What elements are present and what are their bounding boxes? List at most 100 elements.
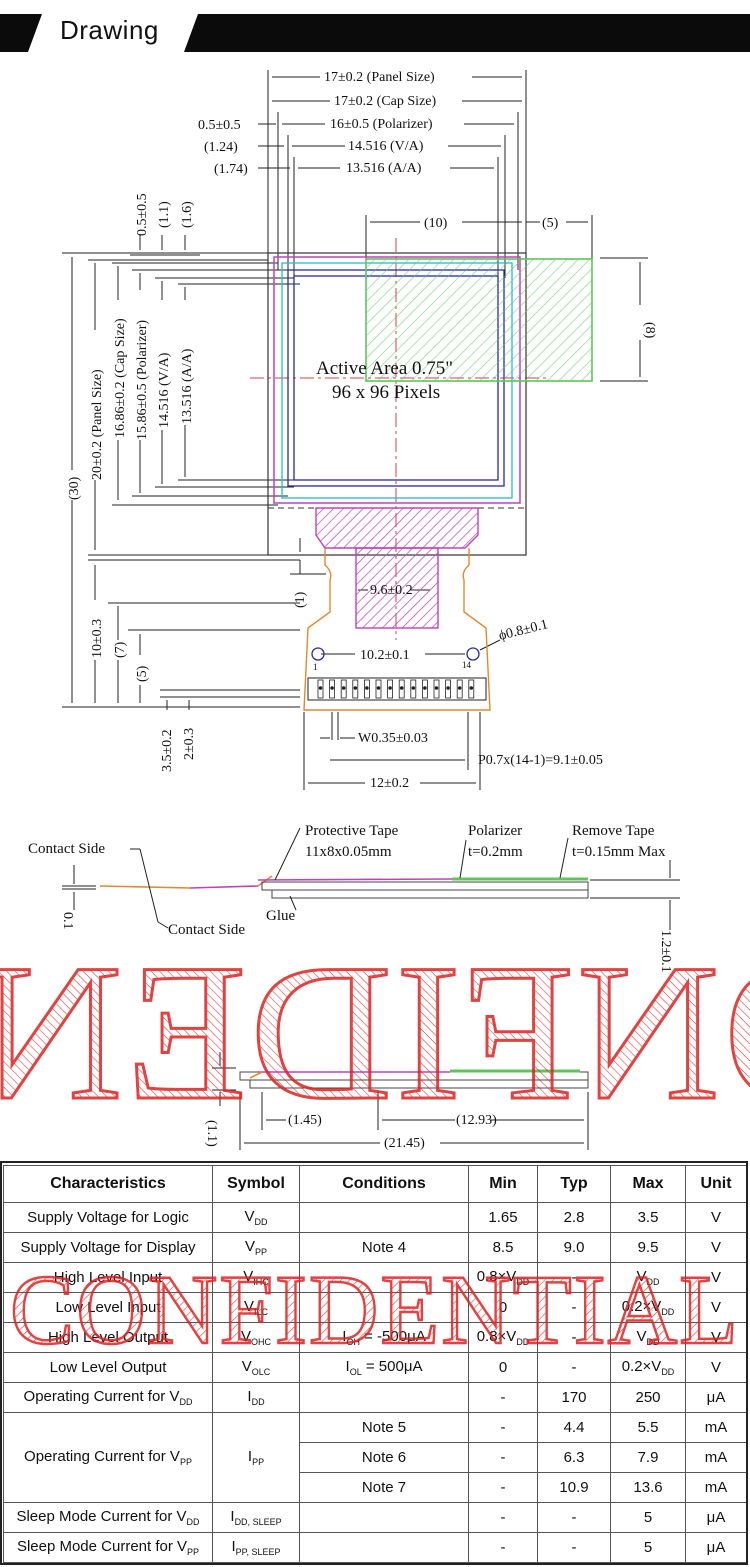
connector-pad-via [446,686,450,690]
v-dim-2: 2±0.3 [182,728,197,760]
cell-subscript: DD [179,1397,193,1407]
cell-text: Operating Current for V [24,1448,180,1465]
cell-text: μA [706,1539,726,1556]
cell-text: 7.9 [637,1449,659,1466]
connector-pad [363,679,370,699]
cell-text: - [571,1359,577,1376]
connector-pad-via [376,686,381,690]
connector-pad [375,679,382,699]
cell-text: 5 [643,1509,653,1526]
cell-text: - [500,1419,506,1436]
cell-text: V [243,1298,254,1315]
connector-pad [398,679,405,699]
cell-text: - [500,1509,506,1526]
cell-subscript: PP, SLEEP [235,1547,281,1557]
col-typ: Typ [537,1165,611,1203]
cell-subscript: OH [346,1337,360,1347]
connector-pad-via [434,686,439,690]
cell-text: 4.4 [563,1419,585,1436]
dim-05: 0.5±0.5 [198,118,241,133]
cell-text: Note 5 [361,1419,407,1436]
dim-pad-width: W0.35±0.03 [358,731,428,746]
cell-subscript: DD [186,1517,200,1527]
cell-text: 2.8 [563,1209,585,1226]
dim-01: 0.1 [60,912,75,930]
v-dim-5b: (5) [135,665,150,682]
cell-text: V [636,1328,647,1345]
cell-text: mA [704,1479,728,1496]
cell-text: - [500,1389,506,1406]
cell-text: mA [704,1419,728,1436]
cell-text: - [571,1539,577,1556]
cell-text: 5 [643,1539,653,1556]
cell-subscript: DD [646,1277,660,1287]
cell-text: I [247,1388,252,1405]
connector-pad-via [457,686,462,690]
connector-pad [387,679,394,699]
cell-text: 5.5 [637,1419,659,1436]
dim-aa: 13.516 (A/A) [346,161,422,176]
cell-subscript: DD [646,1337,660,1347]
connector-pad [421,679,428,699]
connector-pad-via [341,686,346,690]
cell-text: 9.0 [563,1239,585,1256]
v-dim-11: (1.1) [157,201,172,228]
cell-text: High Level Input [53,1269,163,1286]
connector-pad [433,679,440,699]
v-dim-va: 14.516 (V/A) [157,352,172,428]
cell-text: Sleep Mode Current for V [16,1538,188,1555]
connector-pad [468,679,475,699]
header-tab [28,14,198,52]
v-dim-35: 3.5±0.2 [160,729,175,772]
contact-side-bottom-label: Contact Side [168,922,245,938]
connector-pad-via [423,686,427,690]
cell-text: 250 [635,1389,661,1406]
cell-text: - [571,1269,577,1286]
pin-1: 1 [313,662,318,672]
cell-text: - [571,1509,577,1526]
col-conditions: Conditions [299,1165,469,1203]
cell-subscript: PP [255,1247,268,1257]
dim-hole-dia: ϕ0.8±0.1 [497,617,549,644]
connector-pad-via [318,686,323,690]
col-max: Max [610,1165,686,1203]
cell-subscript: PP [187,1547,200,1557]
cell-subscript: DD, SLEEP [234,1517,282,1527]
mechanical-drawing: 17±0.2 (Panel Size) 17±0.2 (Cap Size) 16… [28,70,680,1151]
dim-145: (1.45) [288,1113,322,1128]
cell-text: 9.5 [637,1239,659,1256]
col-min: Min [468,1165,538,1203]
connector-pad [456,679,463,699]
cell-text: I [342,1328,347,1345]
cell-tail: = 500μA [361,1358,423,1375]
v-dim-10: 10±0.3 [90,619,105,658]
connector-pad [410,679,417,699]
v-dim-16: (1.6) [180,201,195,228]
v-dim-aa: 13.516 (A/A) [180,348,195,424]
cell-text: V [710,1359,721,1376]
connector-pad-via [365,686,369,690]
cell-text: V [710,1269,721,1286]
cell-text: I [230,1508,235,1525]
cell-text: I [345,1358,350,1375]
cell-text: 8.5 [492,1239,514,1256]
table-header-row: Characteristics Symbol Conditions Min Ty… [3,1165,747,1203]
dim-8: (8) [642,322,657,339]
cell-tail: = -500μA [359,1328,426,1345]
dim-va: 14.516 (V/A) [348,139,424,154]
cell-subscript: PP [179,1457,192,1467]
cell-text: 10.9 [559,1479,589,1496]
active-area-label: Active Area 0.75" [316,358,453,379]
cell-text: Supply Voltage for Display [20,1239,196,1256]
connector-pad-via [399,686,404,690]
protective-tape-label: Protective Tape [305,823,399,839]
cell-text: I [247,1448,253,1465]
dim-5: (5) [542,216,559,231]
v-dim-1: (1) [293,591,308,608]
contact-side-top-label: Contact Side [28,841,105,857]
